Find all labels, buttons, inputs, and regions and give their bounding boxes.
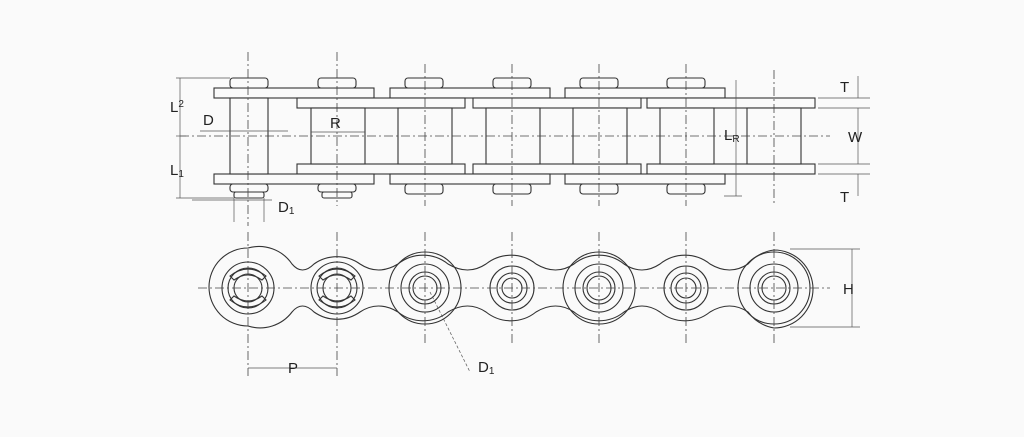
- label-l2: L2: [170, 99, 184, 116]
- label-d: D: [203, 112, 214, 129]
- outer-plate-top-1: [213, 87, 375, 99]
- inner-plate-bottom-1: [296, 163, 466, 175]
- inner-plate-top-2: [472, 97, 642, 109]
- dimension-lines-side: [248, 248, 860, 373]
- label-p: P: [288, 360, 298, 377]
- outer-plate-top-3: [564, 87, 726, 99]
- side-plate-outline: [208, 245, 814, 329]
- label-lr: LR: [724, 127, 740, 145]
- pin-head-bottom-3: [404, 183, 444, 195]
- dimension-lines-top: [176, 76, 870, 222]
- pin-head-top-1: [229, 77, 269, 89]
- outer-plate-bottom-2: [389, 173, 551, 185]
- label-w: W: [848, 129, 863, 146]
- label-h: H: [843, 281, 854, 298]
- chain-top-view: [180, 52, 830, 226]
- label-t-top: T: [840, 79, 849, 96]
- dimension-labels: T W T L2 L1 D D1 R LR H P D1: [170, 79, 863, 377]
- outer-plate-bottom-3: [564, 173, 726, 185]
- inner-plate-top-1: [296, 97, 466, 109]
- inner-plate-top-3: [646, 97, 816, 109]
- clip-1: [233, 191, 265, 199]
- inner-plate-bottom-2: [472, 163, 642, 175]
- outer-plate-top-2: [389, 87, 551, 99]
- label-l1: L1: [170, 162, 184, 180]
- inner-plate-bottom-3: [646, 163, 816, 175]
- pin-head-top-3: [404, 77, 444, 89]
- outer-plate-bottom-1: [213, 173, 375, 185]
- pin-head-bottom-1: [229, 183, 269, 193]
- label-r: R: [330, 115, 341, 132]
- chain-side-view: [198, 232, 830, 376]
- label-t-bottom: T: [840, 189, 849, 206]
- label-d1-top: D1: [278, 199, 295, 217]
- label-d1-bottom: D1: [478, 359, 495, 377]
